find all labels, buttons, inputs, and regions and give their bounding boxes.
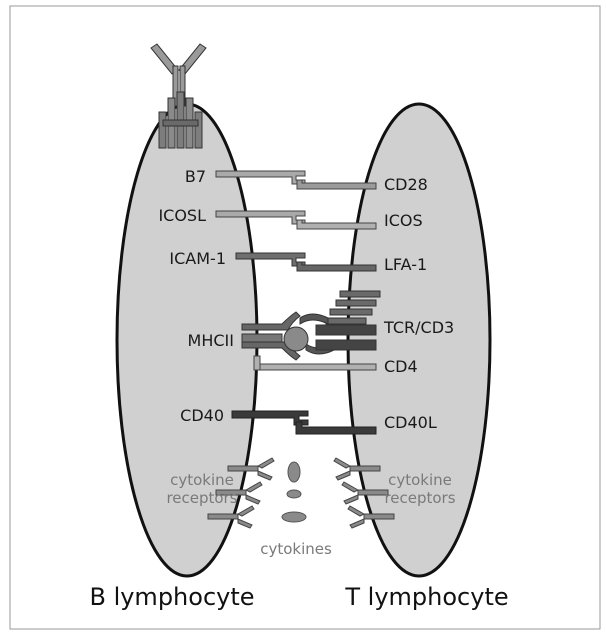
b7-label: B7: [185, 167, 206, 186]
cytokines-label: cytokines: [260, 540, 332, 558]
t-lymphocyte-caption: T lymphocyte: [344, 583, 508, 611]
mhcii-label: MHCII: [188, 331, 234, 350]
cd28-label: CD28: [384, 175, 428, 194]
b-lymphocyte-caption: B lymphocyte: [89, 583, 254, 611]
cd40l-label: CD40L: [384, 413, 437, 432]
lfa1-label: LFA-1: [384, 255, 427, 274]
t-cytokine-label-line1: cytokine: [388, 471, 452, 489]
cd40-label: CD40: [180, 406, 224, 425]
tcr-cd3-label: TCR/CD3: [383, 318, 454, 337]
cd4-label: CD4: [384, 357, 418, 376]
b-cytokine-label-line1: cytokine: [170, 471, 234, 489]
icam1-label: ICAM-1: [169, 249, 226, 268]
icosl-label: ICOSL: [158, 206, 206, 225]
icos-label: ICOS: [384, 211, 423, 230]
t-cytokine-label-line2: receptors: [384, 489, 455, 507]
b-cytokine-label-line2: receptors: [166, 489, 237, 507]
